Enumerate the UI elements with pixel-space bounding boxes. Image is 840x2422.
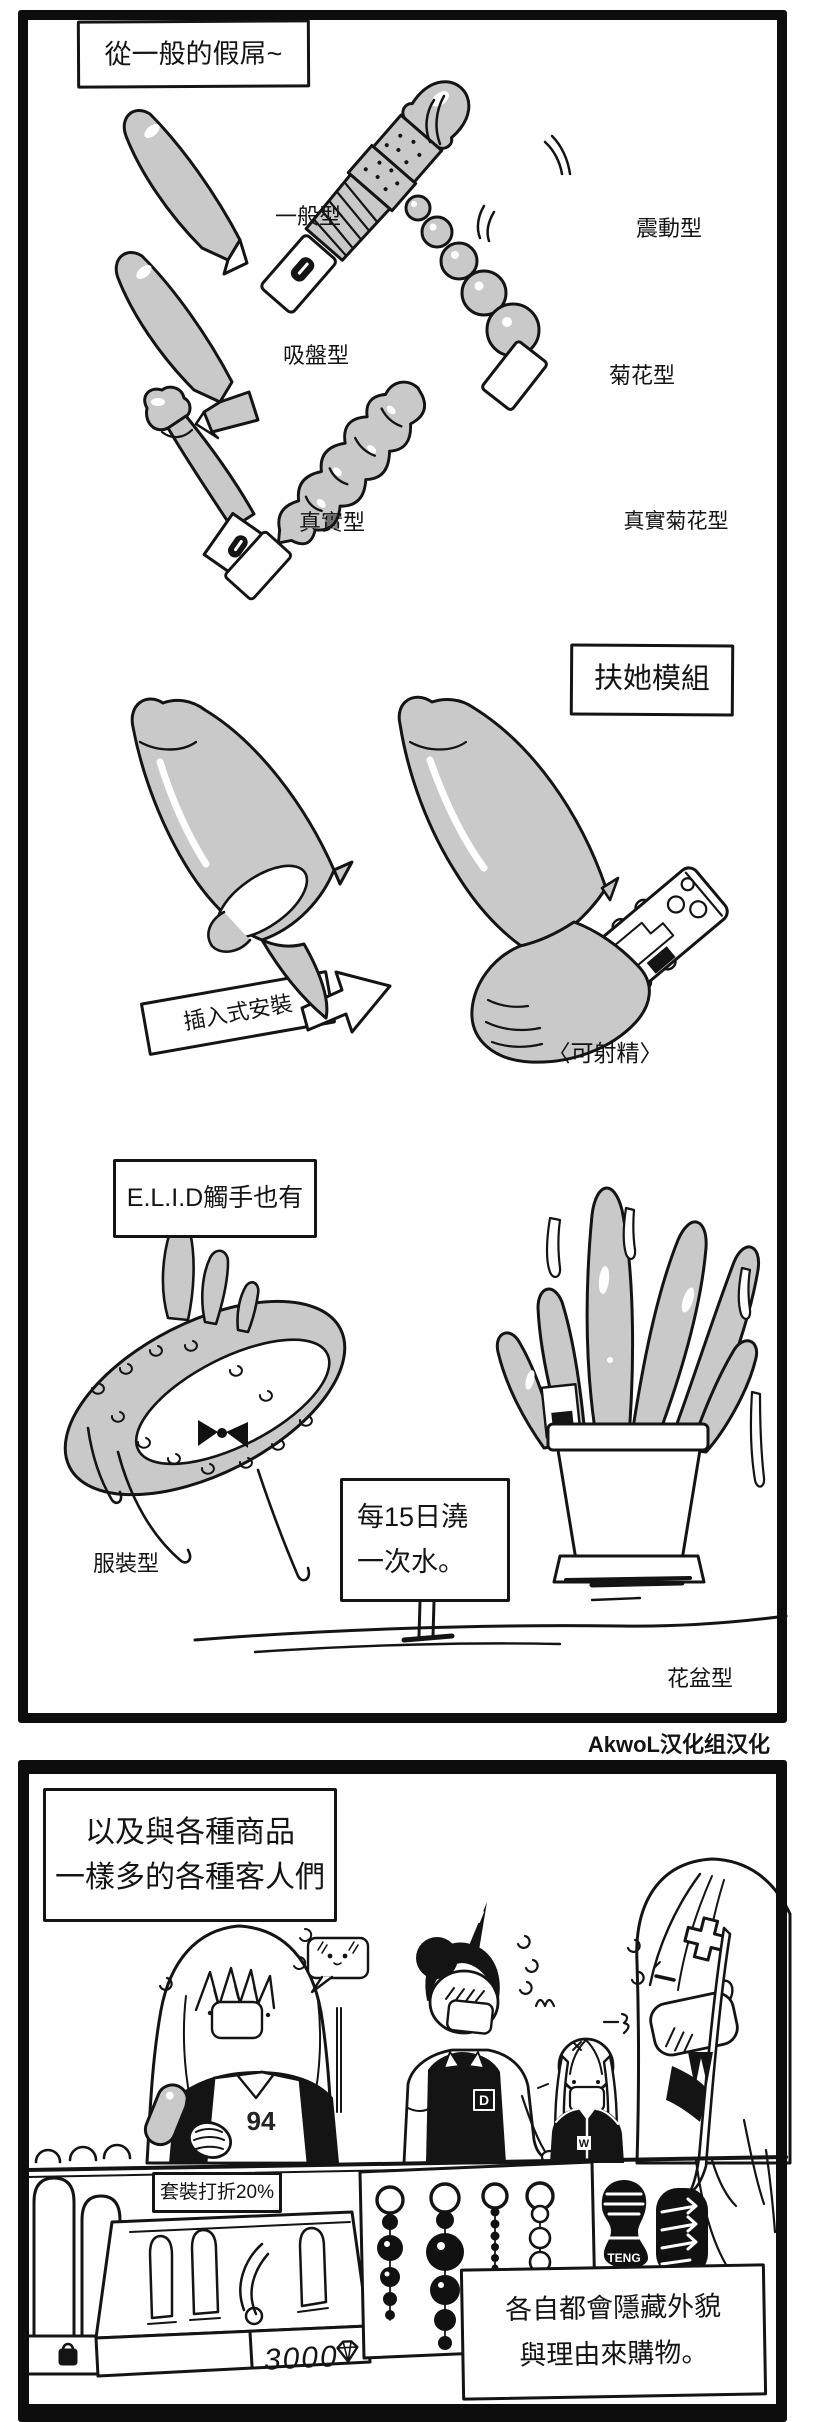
price-text: 3000 — [263, 2340, 339, 2377]
panel2-title-line2: 一樣多的各種客人們 — [55, 1861, 325, 1894]
speech-bubble — [293, 1927, 370, 1994]
panel1-title: 從一般的假屌~ — [104, 38, 283, 70]
label-beads: 菊花型 — [608, 363, 675, 388]
caption-box: 各自都會隱藏外貌 與理由來購物。 — [459, 2263, 768, 2401]
diamond-icon — [336, 2340, 359, 2363]
sale-sign: 套裝打折20% — [152, 2172, 282, 2213]
drawing-vibrating-dildo — [260, 80, 572, 314]
futa-title-box: 扶她模組 — [569, 643, 735, 717]
brand-text: TENG — [607, 2251, 640, 2265]
elid-title-box: E.L.I.D觸手也有 — [113, 1159, 317, 1238]
panel1-title-box: 從一般的假屌~ — [76, 19, 311, 89]
drawing-normal-dildo — [122, 109, 249, 276]
futa-title: 扶她模組 — [593, 663, 711, 696]
shelf-product-tips — [34, 2143, 132, 2164]
panel2-title-line1: 以及與各種商品 — [85, 1816, 295, 1849]
caption-line2: 與理由來購物。 — [519, 2337, 709, 2371]
display-tenga-products: TENG — [601, 2180, 708, 2276]
price-tag: 3000 — [263, 2340, 359, 2377]
watering-sign-line2: 一次水。 — [357, 1547, 465, 1577]
label-vibrating: 震動型 — [635, 216, 702, 241]
clerk-badge-letter: D — [479, 2092, 489, 2108]
watering-sign: 每15日澆 一次水。 — [340, 1478, 510, 1602]
drawing-realistic-knobby-dildo — [224, 380, 427, 601]
drawing-tentacle-panty — [63, 1220, 347, 1582]
drawing-suction-dildo — [114, 251, 260, 440]
label-suction: 吸盤型 — [282, 343, 349, 368]
drawing-anal-beads — [404, 194, 548, 411]
character-small-girl: W — [534, 1998, 630, 2165]
background-line — [336, 2007, 342, 2113]
label-realistic-beads: 真實菊花型 — [623, 510, 729, 533]
vest-number-print: 94 — [247, 2106, 276, 2136]
drawing-sign-stand — [193, 1596, 788, 1654]
drawing-tentacle-plant-pot — [495, 1186, 766, 1588]
sale-sign-text: 套裝打折20% — [159, 2181, 275, 2203]
character-foreground-girl — [626, 1857, 792, 2270]
watering-sign-line1: 每15日澆 — [357, 1502, 469, 1533]
credit: AkwoL汉化组汉化 — [587, 1732, 770, 1757]
panel2-title-box: 以及與各種商品 一樣多的各種客人們 — [43, 1788, 337, 1922]
label-realistic: 真實型 — [298, 510, 365, 535]
label-clothing: 服裝型 — [92, 1551, 159, 1576]
jacket-badge-letter: W — [579, 2138, 590, 2150]
drawing-futa-sheath-insert — [130, 697, 392, 1034]
elid-title: E.L.I.D觸手也有 — [126, 1183, 304, 1212]
drawing-futa-sheath-cartridge — [397, 695, 729, 1064]
label-normal: 一般型 — [274, 204, 341, 229]
futa-note: 〈可射精〉 — [547, 1040, 663, 1066]
motion-lines — [425, 94, 572, 243]
caption-line1: 各自都會隱藏外貌 — [504, 2291, 722, 2325]
display-case — [94, 2210, 372, 2378]
character-clerk: D — [402, 1902, 560, 2165]
label-pot: 花盆型 — [666, 1666, 733, 1691]
